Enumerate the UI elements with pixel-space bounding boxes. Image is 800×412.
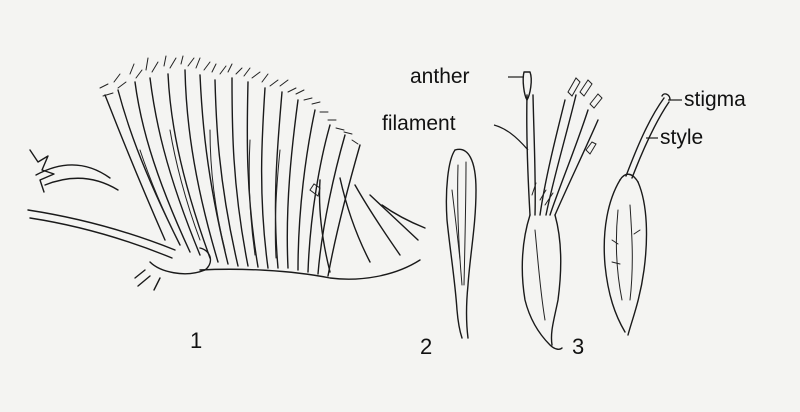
anther-label: anther (410, 66, 470, 87)
stigma-label: stigma (684, 89, 746, 110)
figure-number-3: 3 (572, 336, 584, 358)
style-label: style (660, 127, 703, 148)
filament-label: filament (382, 113, 456, 134)
flower-cluster-drawing (28, 56, 425, 290)
figure-number-1: 1 (190, 330, 202, 352)
floret-with-stamens-drawing (522, 72, 602, 349)
single-floret-drawing (446, 149, 476, 338)
figure-number-2: 2 (420, 336, 432, 358)
